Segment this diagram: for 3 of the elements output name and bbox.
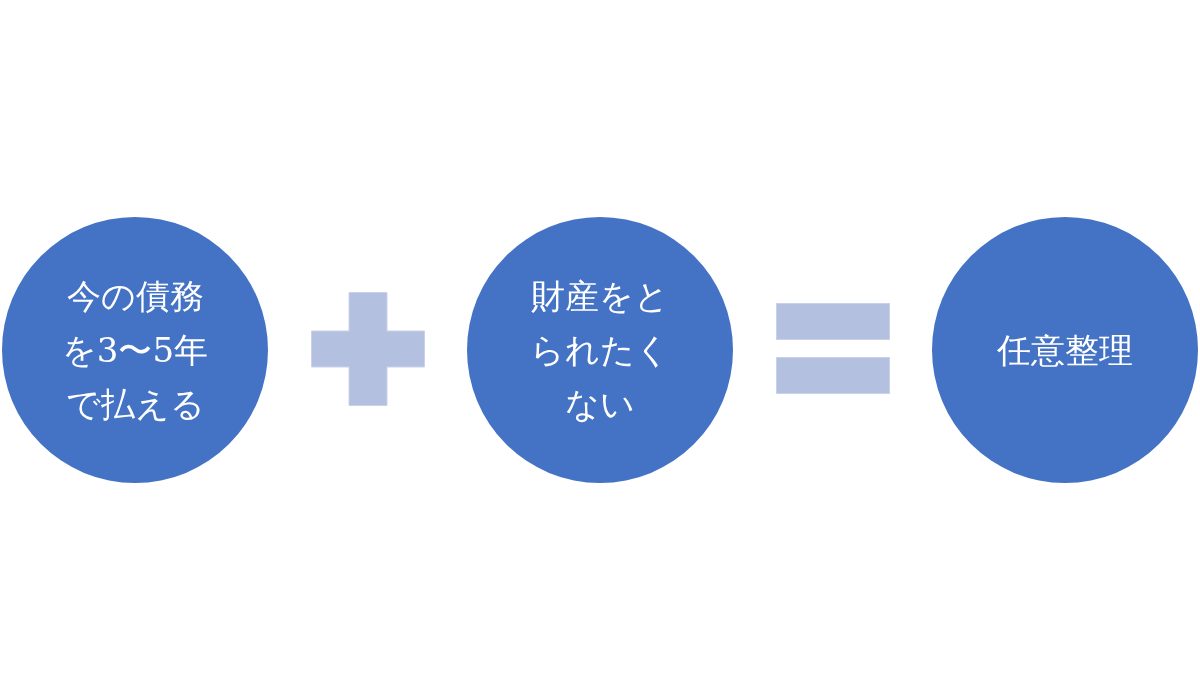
circle-label: 今の債務を3〜5年で払える: [60, 275, 210, 426]
circle-label: 任意整理: [996, 329, 1134, 372]
circle-label: 財産をとられたくない: [529, 275, 671, 426]
